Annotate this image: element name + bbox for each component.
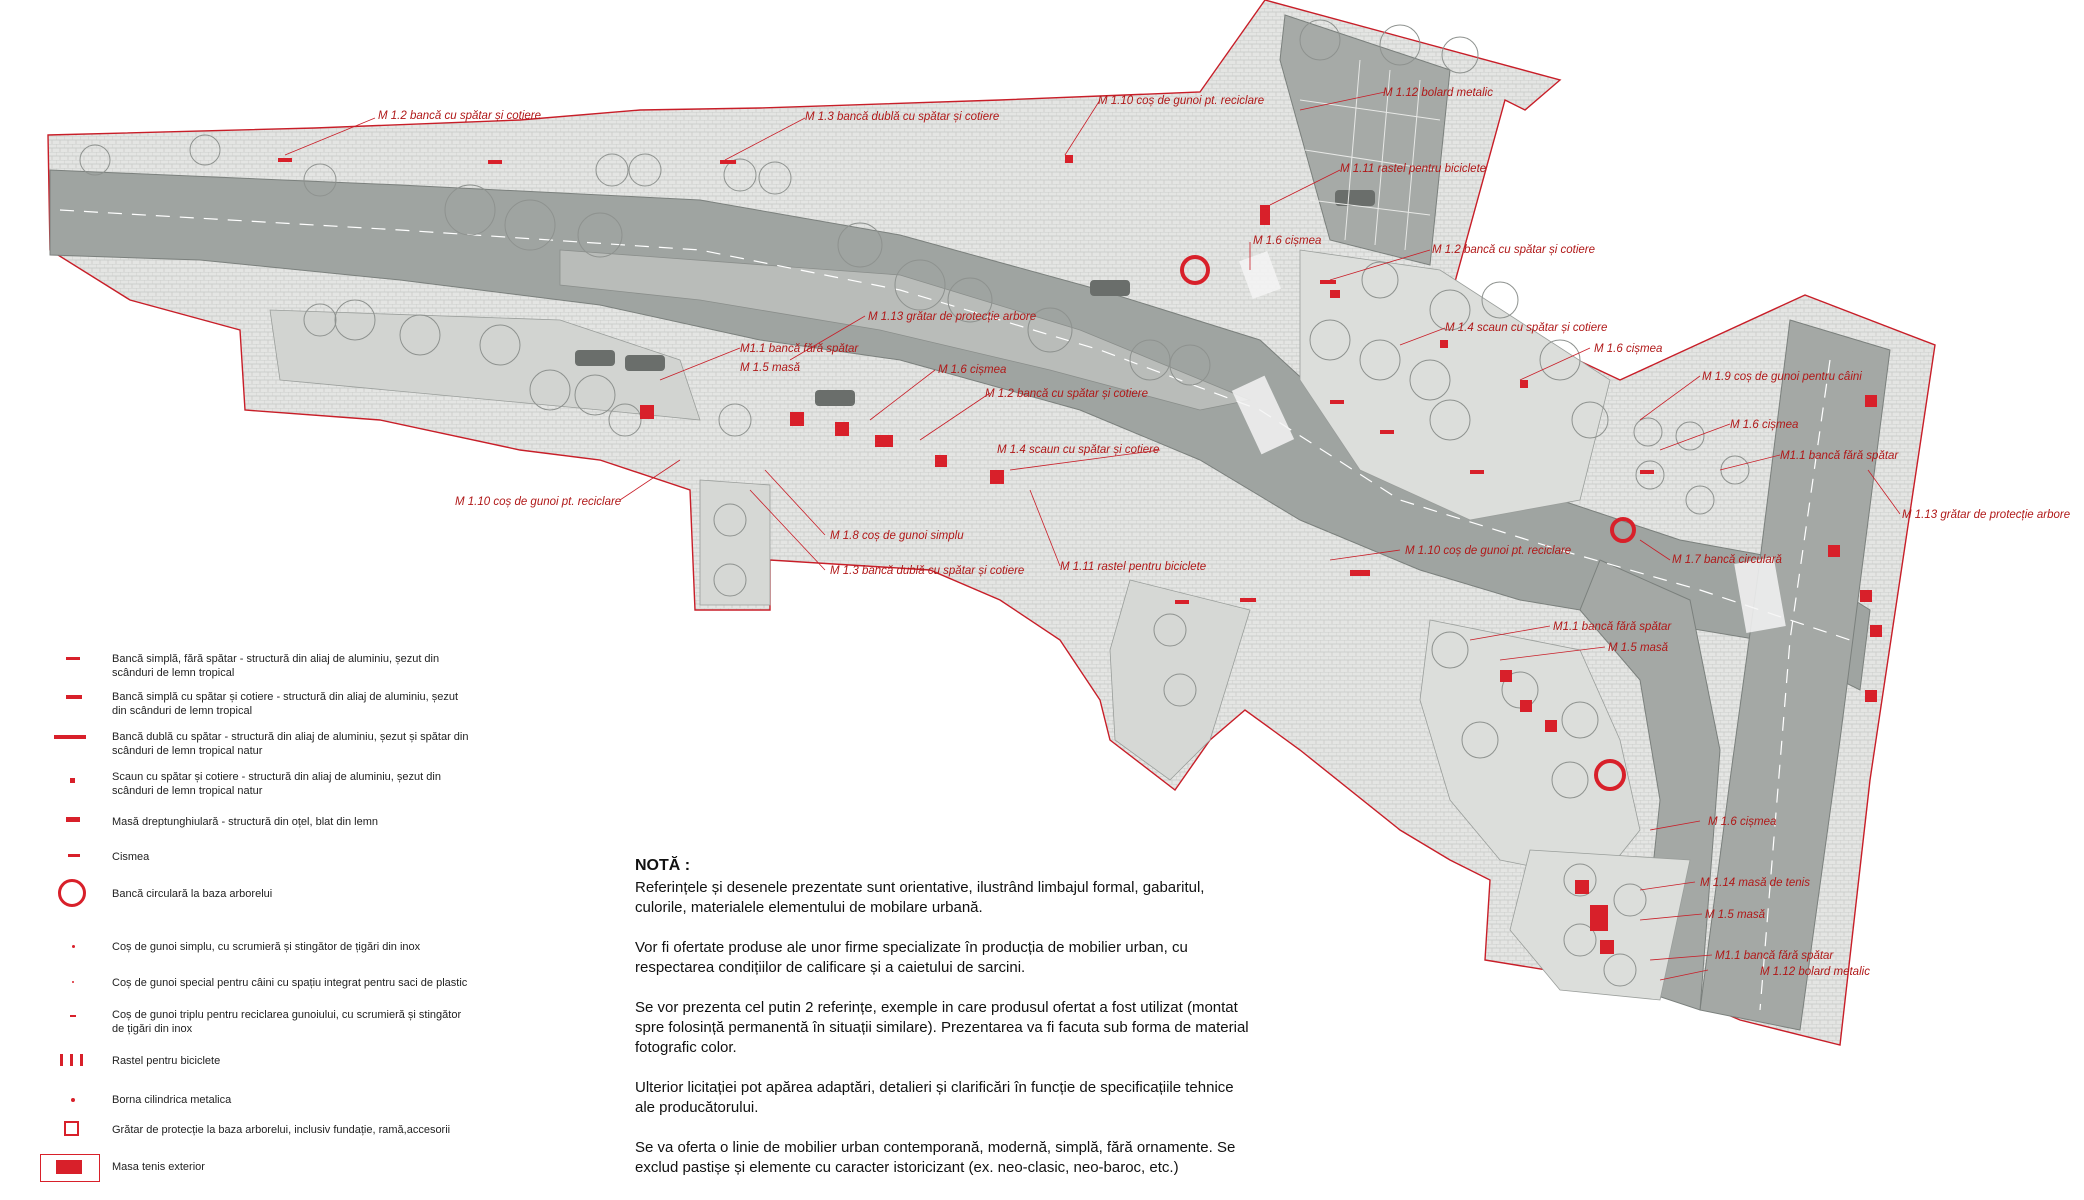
callout: M 1.10 coș de gunoi pt. reciclare — [455, 496, 621, 508]
callout: M 1.4 scaun cu spătar și cotiere — [1445, 322, 1607, 334]
bench-backrest-icon — [40, 690, 112, 712]
legend-item: Coș de gunoi simplu, cu scrumieră și sti… — [40, 940, 472, 962]
legend-item: Scaun cu spătar și cotiere - structură d… — [40, 770, 472, 798]
note-paragraph: Ulterior licitației pot apărea adaptări,… — [635, 1079, 1234, 1116]
callout: M 1.2 bancă cu spătar și cotiere — [985, 388, 1148, 400]
callout: M 1.4 scaun cu spătar și cotiere — [997, 444, 1159, 456]
bollard-icon — [40, 1093, 112, 1115]
legend-item: Borna cilindrica metalica — [40, 1093, 472, 1115]
legend-label: Masă dreptunghiulară - structură din oțe… — [112, 816, 378, 828]
callout: M 1.12 bolard metalic — [1760, 966, 1870, 978]
callout-labels: M 1.2 bancă cu spătar și cotiere M 1.3 b… — [378, 87, 2070, 978]
legend-item: Coș de gunoi triplu pentru reciclarea gu… — [40, 1008, 472, 1036]
callout: M 1.6 cișmea — [938, 364, 1006, 376]
parking-grid — [1299, 59, 1441, 251]
callout: M 1.5 masă — [1608, 642, 1668, 654]
circular-bench-icon — [40, 879, 112, 907]
legend-label: Borna cilindrica metalica — [112, 1094, 232, 1106]
cars — [575, 190, 1375, 406]
callout: M 1.9 coș de gunoi pentru câini — [1702, 371, 1862, 383]
callout: M 1.12 bolard metalic — [1383, 87, 1493, 99]
legend-item: Bancă circulară la baza arborelui — [40, 879, 472, 907]
tennis-table-icon — [40, 1154, 112, 1182]
callout: M 1.6 cișmea — [1594, 343, 1662, 355]
trees — [79, 19, 1750, 987]
callout: M1.1 bancă fără spătar — [1715, 950, 1834, 962]
note-title: NOTĂ : — [635, 857, 691, 874]
legend-label: Bancă simplă, fără spătar - structură di… — [112, 653, 440, 679]
southwest-spur — [1109, 579, 1251, 781]
legend-item: Bancă simplă cu spătar și cotiere - stru… — [40, 690, 472, 718]
callout: M 1.2 bancă cu spătar și cotiere — [378, 110, 541, 122]
note-paragraph: Referințele și desenele prezentate sunt … — [635, 879, 1205, 916]
legend-item: Coș de gunoi special pentru câini cu spa… — [40, 976, 472, 998]
circular-benches — [1180, 255, 1636, 791]
tree-grate-icon — [40, 1121, 112, 1145]
trash-bin-icon — [40, 940, 112, 962]
legend-label: Coș de gunoi special pentru câini cu spa… — [112, 977, 468, 989]
legend-label: Masa tenis exterior — [112, 1161, 205, 1173]
bench-simple-icon — [40, 652, 112, 674]
note-paragraph: Se va oferta o linie de mobilier urban c… — [635, 1139, 1236, 1176]
dog-bin-icon — [40, 976, 112, 998]
legend-item: Masa tenis exterior — [40, 1154, 472, 1182]
green-plaza-north — [1299, 249, 1611, 521]
legend-label: Bancă simplă cu spătar și cotiere - stru… — [112, 691, 459, 717]
callout: M 1.14 masă de tenis — [1700, 877, 1810, 889]
zebra-crossings — [1231, 251, 1786, 633]
callout: M 1.5 masă — [1705, 909, 1765, 921]
south-spur — [699, 479, 771, 606]
chair-icon — [40, 770, 112, 792]
callout: M 1.10 coș de gunoi pt. reciclare — [1098, 95, 1264, 107]
callout: M 1.3 bancă dublă cu spătar și cotiere — [805, 111, 999, 123]
callout: M 1.11 rastel pentru biciclete — [1340, 163, 1486, 175]
callout: M1.1 bancă fără spătar — [740, 343, 859, 355]
legend-item: Grătar de protecție la baza arborelui, i… — [40, 1121, 472, 1145]
callout: M 1.11 rastel pentru biciclete — [1060, 561, 1206, 573]
legend-label: Scaun cu spătar și cotiere - structură d… — [112, 771, 441, 797]
note-block: NOTĂ : Referințele și desenele prezentat… — [635, 856, 1255, 1198]
bike-rack-icon — [40, 1054, 112, 1076]
legend-item: Cismea — [40, 850, 472, 872]
callout: M 1.6 cișmea — [1730, 419, 1798, 431]
legend-item: Bancă simplă, fără spătar - structură di… — [40, 652, 472, 680]
note-paragraph: Se vor prezenta cel putin 2 referințe, e… — [635, 999, 1249, 1056]
callout: M1.1 bancă fără spătar — [1553, 621, 1672, 633]
table-icon — [40, 815, 112, 837]
callout: M 1.5 masă — [740, 362, 800, 374]
green-island-median — [559, 249, 1252, 411]
legend-label: Rastel pentru biciclete — [112, 1055, 221, 1067]
callout: M 1.8 coș de gunoi simplu — [830, 530, 964, 542]
callout: M1.1 bancă fără spătar — [1780, 450, 1899, 462]
callout: M 1.6 cișmea — [1708, 816, 1776, 828]
legend-label: Bancă dublă cu spătar - structură din al… — [112, 731, 469, 757]
callout: M 1.13 grătar de protecție arbore — [1902, 509, 2070, 521]
callout: M 1.6 cișmea — [1253, 235, 1321, 247]
callout: M 1.7 bancă circulară — [1672, 554, 1782, 566]
legend-item: Bancă dublă cu spătar - structură din al… — [40, 730, 472, 758]
legend-label: Coș de gunoi simplu, cu scrumieră și sti… — [112, 941, 421, 953]
callout: M 1.10 coș de gunoi pt. reciclare — [1405, 545, 1571, 557]
callout: M 1.2 bancă cu spătar și cotiere — [1432, 244, 1595, 256]
legend-label: Bancă circulară la baza arborelui — [112, 888, 273, 900]
note-paragraph: Vor fi ofertate produse ale unor firme s… — [635, 939, 1188, 976]
recycling-bin-icon — [40, 1008, 112, 1030]
furniture-markers — [278, 155, 1882, 954]
callout: M 1.3 bancă dublă cu spătar și cotiere — [830, 565, 1024, 577]
legend-label: Grătar de protecție la baza arborelui, i… — [112, 1124, 451, 1136]
legend-item: Masă dreptunghiulară - structură din oțe… — [40, 815, 472, 837]
legend-label: Coș de gunoi triplu pentru reciclarea gu… — [112, 1009, 462, 1035]
callout: M 1.13 grătar de protecție arbore — [868, 311, 1036, 323]
legend-item: Rastel pentru biciclete — [40, 1054, 472, 1076]
legend-label: Cismea — [112, 851, 150, 863]
fountain-icon — [40, 850, 112, 872]
bench-double-icon — [40, 730, 112, 752]
callout-leaders — [284, 91, 1901, 981]
